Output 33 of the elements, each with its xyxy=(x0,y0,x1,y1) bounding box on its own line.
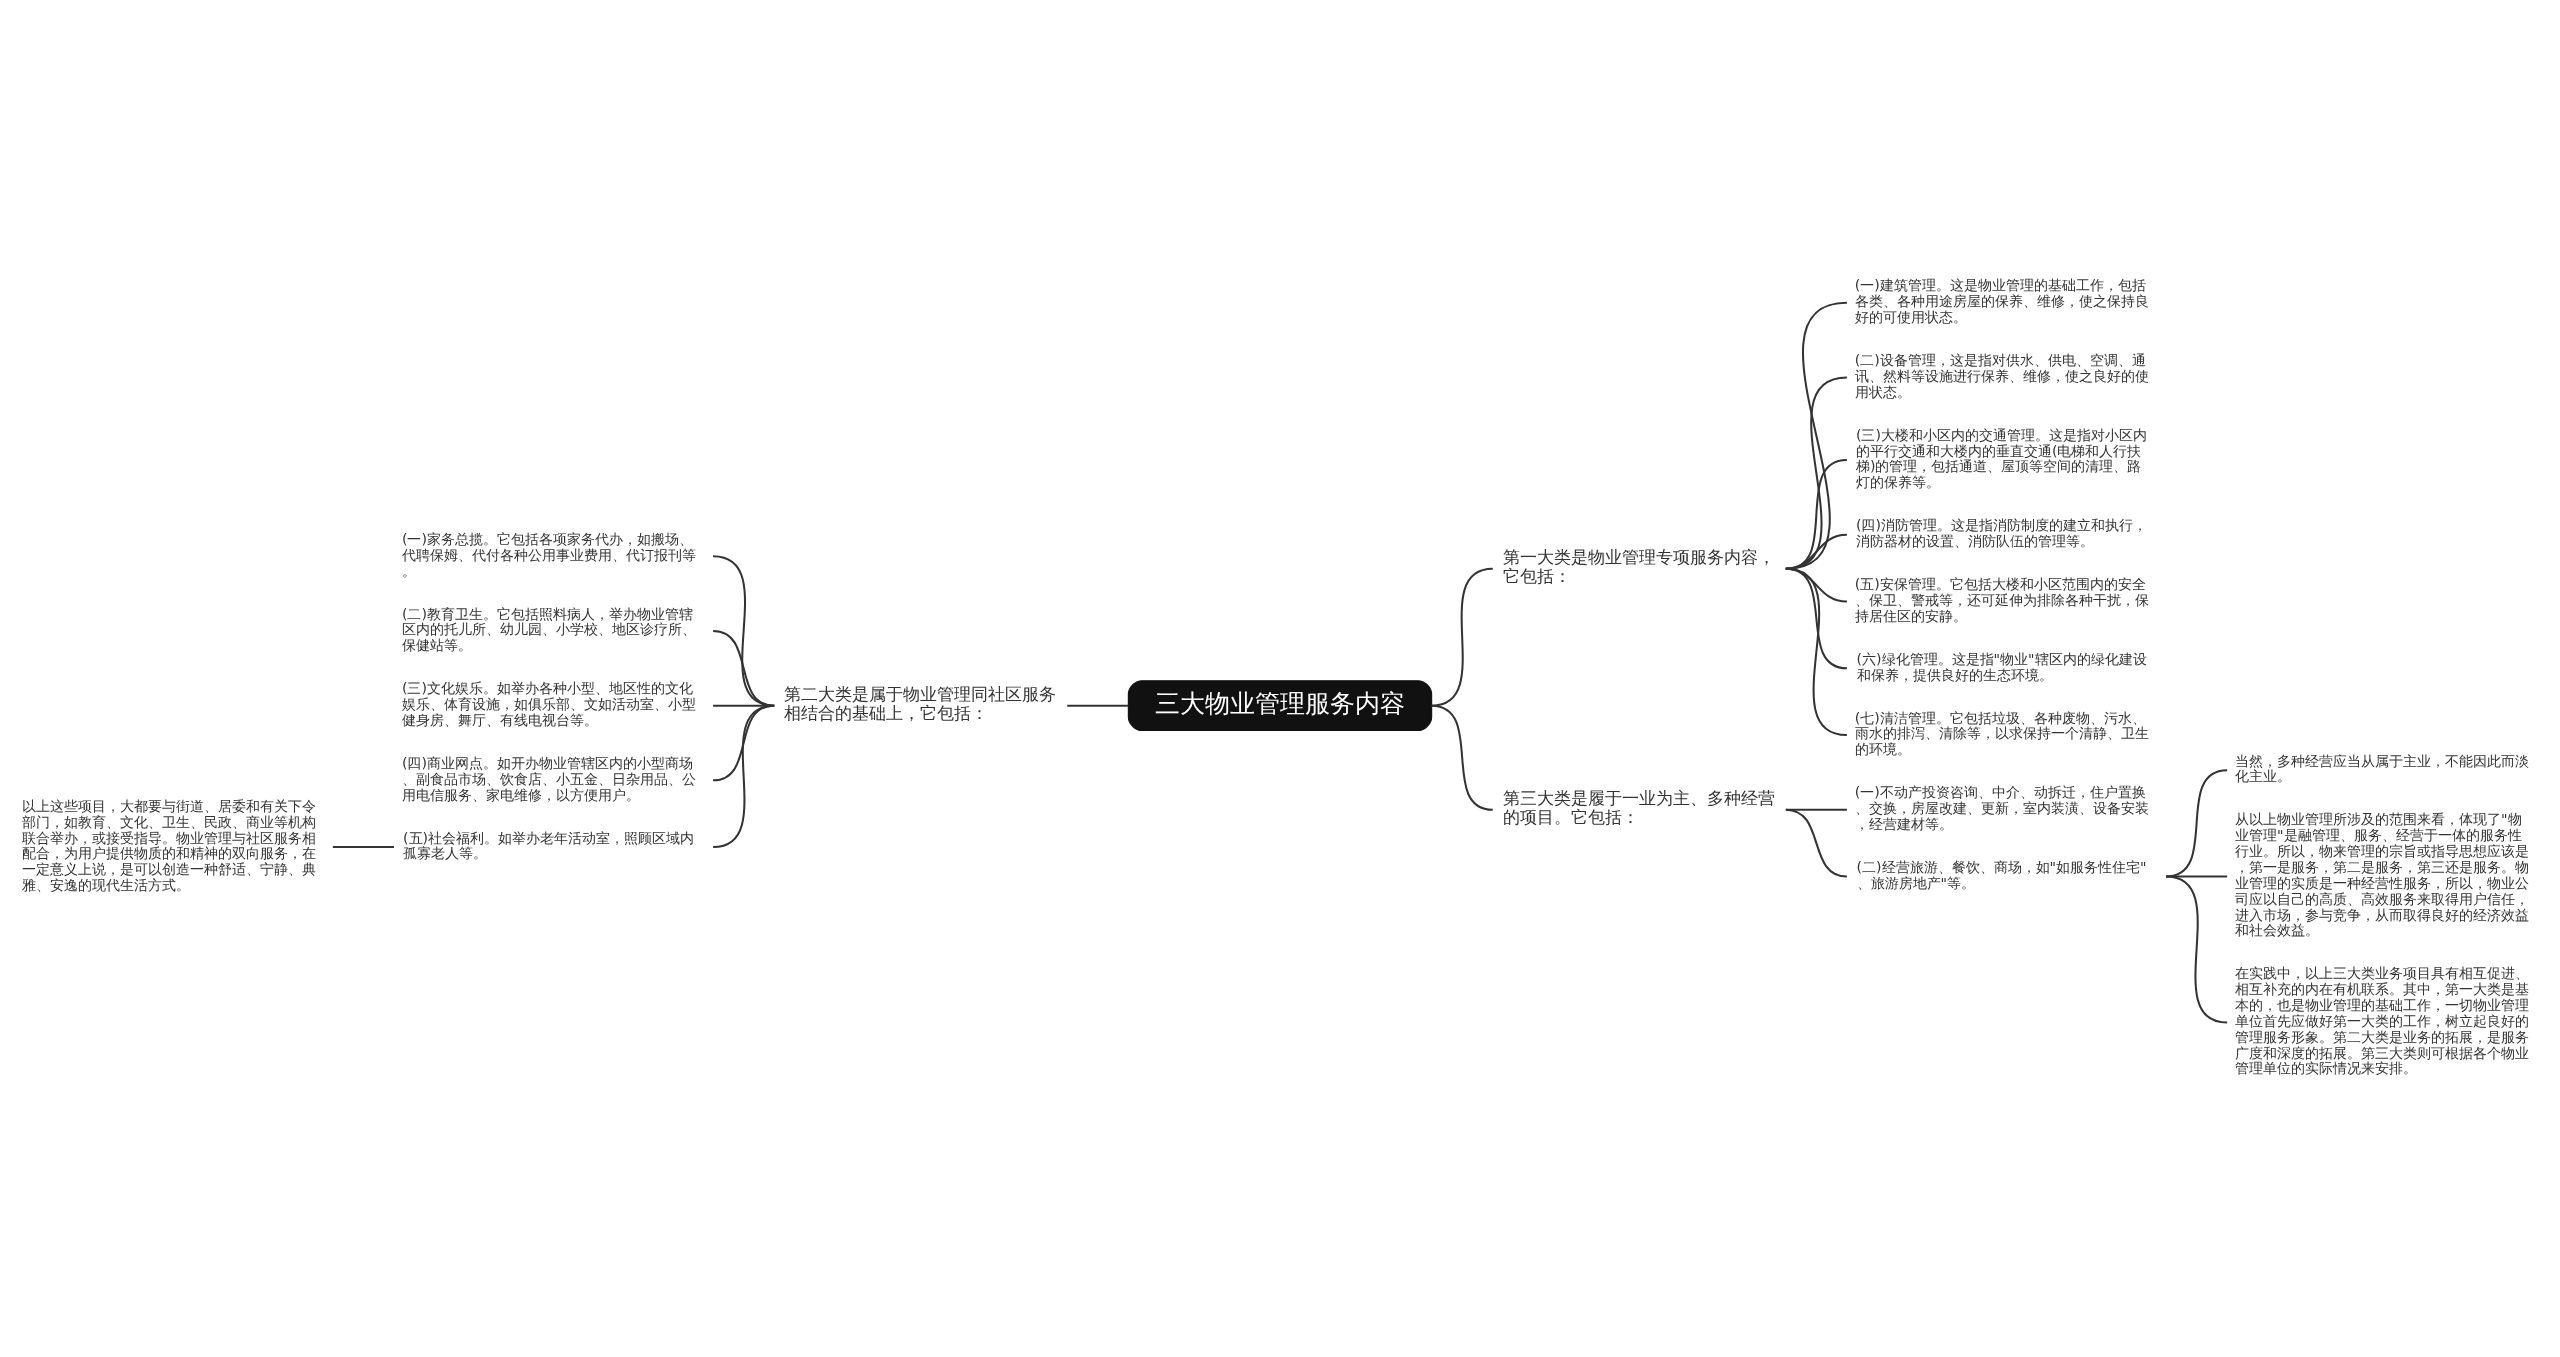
node-text: 第一大类是物业管理专项服务内容，它包括： xyxy=(1502,547,1775,587)
node-text: (二)设备管理，这是指对供水、供电、空调、通讯、然料等设施进行保养、维修，使之良好的使用状态。 xyxy=(1854,352,2149,400)
node-text: (四)消防管理。这是指消防制度的建立和执行，消防器材的设置、消防队伍的管理等。 xyxy=(1855,517,2147,550)
connector xyxy=(2165,875,2228,1024)
node-text: 第三大类是履于一业为主、多种经营的项目。它包括： xyxy=(1502,788,1775,828)
connector xyxy=(332,846,394,849)
node-text: 第二大类是属于物业管理同社区服务相结合的基础上，它包括： xyxy=(784,684,1057,724)
node-text: (二)经营旅游、餐饮、商场，如"如服务性住宅"、旅游房地产"等。 xyxy=(1856,859,2147,891)
node-text: (一)建筑管理。这是物业管理的基础工作，包括各类、各种用途房屋的保养、维修，使之保持良好的可使用状态。 xyxy=(1854,277,2149,326)
node-text: (三)文化娱乐。如举办各种小型、地区性的文化娱乐、体育设施，如俱乐部、文如活动室、小型健身房、舞厅、有线电视台等。 xyxy=(401,680,696,728)
node-text: (三)大楼和小区内的交通管理。这是指对小区内的平行交通和大楼内的垂直交通(电梯和人行扶梯)的管理，包括通道、屋顶等空间的清理、路灯的保养等。 xyxy=(1855,426,2147,491)
connector xyxy=(1431,567,1493,707)
node-text: (二)教育卫生。它包括照料病人，举办物业管辖区内的托儿所、幼儿园、小学校、地区诊疗所、保健站等。 xyxy=(401,605,696,654)
connector xyxy=(712,629,775,707)
connector xyxy=(2165,769,2228,878)
node-text: (七)清洁管理。它包括垃圾、各种废物、污水、雨水的排泻、清除等，以求保持一个清静、卫生的环境。 xyxy=(1854,709,2149,758)
connector xyxy=(1785,567,1848,737)
connector xyxy=(712,704,775,849)
node-text: (一)家务总揽。它包括各项家务代办，如搬场、代聘保姆、代付各种公用事业费用、代订报刊等。 xyxy=(401,530,696,579)
node-text: (一)不动产投资咨询、中介、动拆迁，住户置换、交换，房屋改建、更新，室内装潢、设备安装，经营建材等。 xyxy=(1854,784,2149,832)
node-box: 三大物业管理服务内容 xyxy=(1127,680,1433,732)
node-text: 当然，多种经营应当从属于主业，不能因此而淡化主业。 xyxy=(2235,752,2530,785)
connector xyxy=(1785,808,1848,878)
node-text: (六)绿化管理。这是指"物业"辖区内的绿化建设和保养，提供良好的生态环境。 xyxy=(1856,650,2147,683)
node-text: (四)商业网点。如开办物业管辖区内的小型商场、副食品市场、饮食店、小五金、日杂用品、公用电信服务、家电维修，以方便用户。 xyxy=(401,754,696,803)
connector xyxy=(712,555,775,707)
connector xyxy=(1431,704,1493,811)
node-text: 以上这些项目，大都要与街道、居委和有关下令部门，如教育、文化、卫生、民政、商业等机构联合举办，或接受指导。物业管理与社区服务相配合，为用户提供物质的和精神的双向服务，在一定意义上说，是可以创造一种舒适、宁静、典雅、安逸的现代生活方式。 xyxy=(21,797,316,894)
connector xyxy=(1067,704,1129,707)
node-text: 在实践中，以上三大类业务项目具有相互促进、相互补充的内在有机联系。其中，第一大类是基本的，也是物业管理的基础工作，一切物业管理单位首先应做好第一大类的工作，树立起良好的管理服务形象。第二大类是业务的拓展，是服务广度和深度的拓展。第三大类则可根据各个物业管理单位的实际情况来安排。 xyxy=(2235,965,2530,1077)
node-text: (五)社会福利。如举办老年活动室，照顾区域内孤寡老人等。 xyxy=(403,829,695,862)
node-text: (五)安保管理。它包括大楼和小区范围内的安全、保卫、警戒等，还可延伸为排除各种干扰，保持居住区的安静。 xyxy=(1854,576,2149,624)
node-text: 从以上物业管理所涉及的范围来看，体现了"物业管理"是融管理、服务、经营于一体的服务性行业。所以，物来管理的宗旨或指导思想应该是，第一是服务，第二是服务，第三还是服务。物业管理的实质是一种经营性服务，所以，物业公司应以自己的高质、高效服务来取得用户信任，进入市场，参与竞争，从而取得良好的经济效益和社会效益。 xyxy=(2235,811,2530,939)
